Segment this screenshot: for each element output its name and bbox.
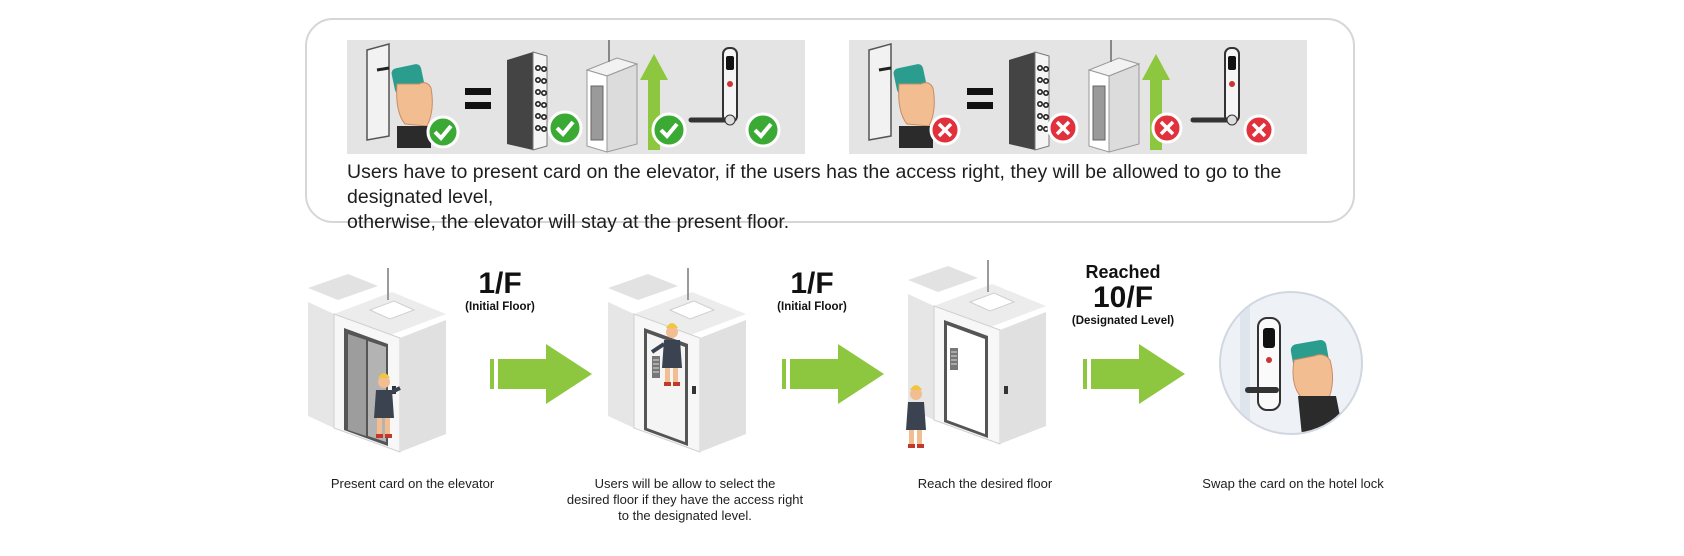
access-denied-strip bbox=[849, 40, 1307, 154]
x-circle-icon bbox=[1243, 114, 1275, 146]
right-arrow-icon bbox=[490, 344, 592, 404]
caption-line: Reach the desired floor bbox=[917, 476, 1053, 491]
check-circle-icon bbox=[547, 110, 583, 146]
keypad-icon bbox=[507, 51, 548, 151]
check-circle-icon bbox=[745, 112, 781, 148]
x-circle-icon bbox=[1151, 112, 1183, 144]
step-2-caption: Users will be allow to select the desire… bbox=[560, 476, 810, 524]
card-reader-hand-icon bbox=[366, 43, 433, 148]
hotel-lock-icon bbox=[688, 47, 738, 126]
floor-number: 1/F bbox=[478, 267, 522, 300]
step-3-caption: Reach the desired floor bbox=[895, 476, 1075, 492]
access-rule-panel: Users have to present card on the elevat… bbox=[305, 18, 1355, 233]
check-circle-icon bbox=[426, 115, 460, 149]
caption-line: Present card on the elevator bbox=[330, 476, 495, 491]
x-circle-icon bbox=[929, 114, 961, 146]
step-reach-floor bbox=[900, 260, 1085, 460]
hotel-lock-icon bbox=[1190, 47, 1240, 126]
person-icon bbox=[650, 323, 682, 386]
card-reader-hand-icon bbox=[868, 43, 935, 148]
floor-number: 1/F bbox=[790, 267, 834, 300]
access-rule-description: Users have to present card on the elevat… bbox=[347, 160, 1337, 235]
floor-label-step-2: 1/F (Initial Floor) bbox=[752, 268, 872, 314]
keypad-icon bbox=[1009, 51, 1050, 151]
keypad-icon bbox=[652, 356, 660, 378]
person-icon bbox=[374, 373, 401, 438]
step-present-card bbox=[300, 268, 485, 458]
caption-line: otherwise, the elevator will stay at the… bbox=[347, 211, 790, 233]
access-granted-strip bbox=[347, 40, 805, 154]
step-select-floor bbox=[600, 268, 785, 458]
caption-line: to the designated level. bbox=[618, 508, 752, 523]
right-arrow-icon bbox=[782, 344, 884, 404]
elevator-illustration bbox=[908, 260, 1046, 445]
equals-icon bbox=[967, 88, 993, 109]
reached-label: Reached bbox=[1085, 262, 1161, 282]
right-arrow-icon bbox=[1083, 344, 1185, 404]
person-icon bbox=[906, 385, 926, 448]
equals-icon bbox=[465, 88, 491, 109]
floor-label-step-1: 1/F (Initial Floor) bbox=[440, 268, 560, 314]
caption-line: Swap the card on the hotel lock bbox=[1202, 476, 1384, 491]
floor-label-step-3: Reached 10/F (Designated Level) bbox=[1058, 262, 1188, 328]
step-1-caption: Present card on the elevator bbox=[305, 476, 520, 492]
floor-note: (Initial Floor) bbox=[465, 301, 535, 313]
x-circle-icon bbox=[1047, 112, 1079, 144]
hotel-lock-icon bbox=[1245, 317, 1281, 411]
floor-note: (Initial Floor) bbox=[777, 301, 847, 313]
caption-line: desired floor if they have the access ri… bbox=[566, 492, 804, 507]
check-circle-icon bbox=[651, 112, 687, 148]
floor-number: 10/F bbox=[1092, 281, 1154, 314]
caption-line: Users will be allow to select the bbox=[594, 476, 776, 491]
step-hotel-lock bbox=[1218, 290, 1364, 436]
keypad-icon bbox=[950, 348, 958, 370]
floor-note: (Designated Level) bbox=[1071, 315, 1175, 327]
elevator-up-icon bbox=[585, 40, 668, 153]
caption-line: Users have to present card on the elevat… bbox=[347, 161, 1282, 208]
elevator-up-icon bbox=[1087, 40, 1170, 153]
step-4-caption: Swap the card on the hotel lock bbox=[1193, 476, 1393, 492]
